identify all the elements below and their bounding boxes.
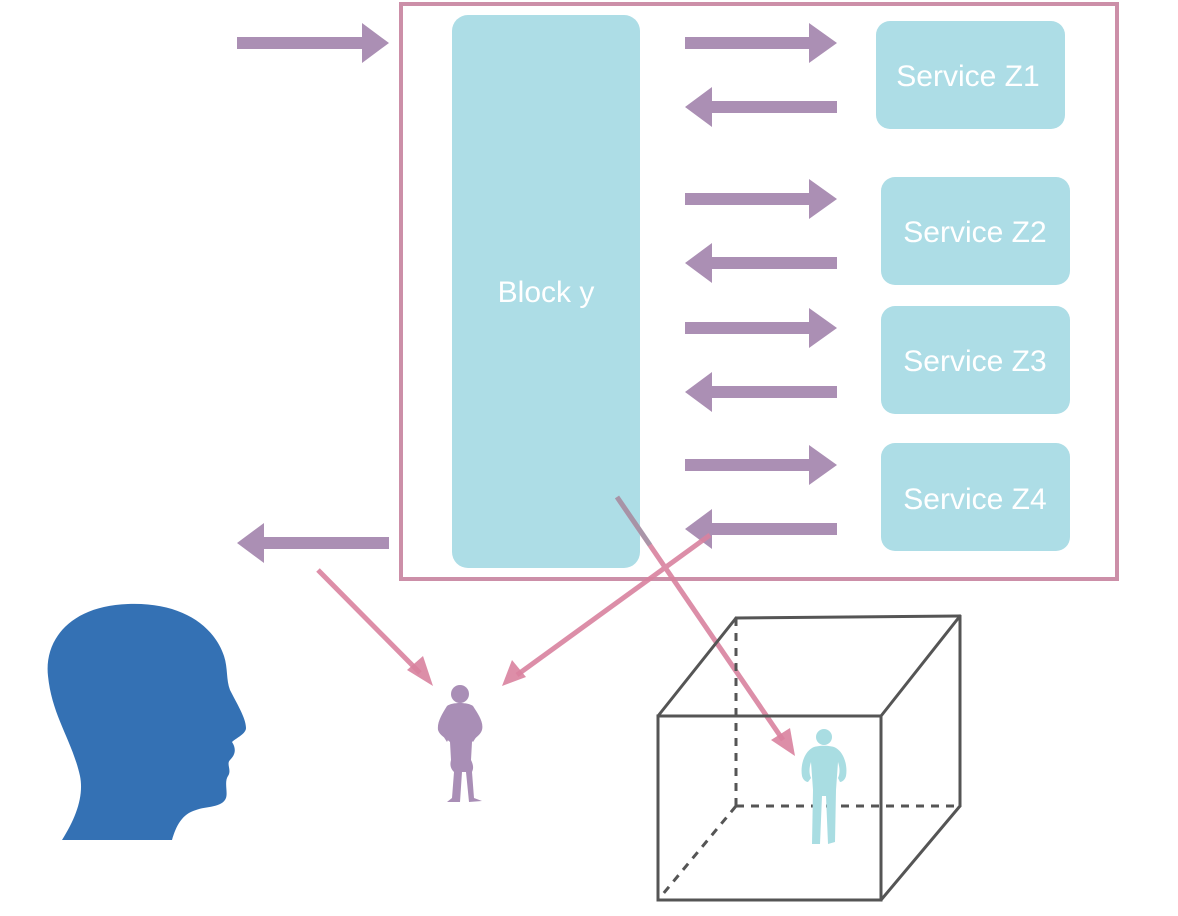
arrow-from-z4	[685, 509, 837, 549]
arrow-to-z4	[685, 445, 837, 485]
male-person-icon	[801, 729, 847, 844]
service-z4-label: Service Z4	[903, 483, 1046, 516]
service-z2-label: Service Z2	[903, 216, 1046, 249]
arrow-to-z2	[685, 179, 837, 219]
arrowhead-z4-to-person	[502, 660, 526, 686]
arrow-output-to-person	[316, 568, 422, 675]
female-person-icon	[437, 685, 483, 802]
arrow-to-z1	[685, 23, 837, 63]
arrow-block-start-shade	[614, 495, 653, 547]
wireframe-cube-icon	[656, 614, 962, 902]
cube-hidden-edges	[656, 618, 960, 901]
service-z2: Service Z2	[881, 177, 1070, 285]
human-head-silhouette-icon	[47, 603, 247, 840]
block-y-label: Block y	[498, 276, 595, 309]
service-z3: Service Z3	[881, 306, 1070, 414]
service-z1-label: Service Z1	[896, 60, 1039, 93]
arrow-input-right	[237, 23, 389, 63]
service-z4: Service Z4	[881, 443, 1070, 551]
arrowhead-output-to-person	[407, 656, 433, 686]
service-z1: Service Z1	[876, 21, 1065, 129]
arrow-from-z3	[685, 372, 837, 412]
arrow-to-z3	[685, 308, 837, 348]
arrow-from-z1	[685, 87, 837, 127]
arrow-z4-to-person	[515, 532, 712, 678]
arrowhead-block-to-cube-person	[771, 728, 795, 756]
service-z3-label: Service Z3	[903, 345, 1046, 378]
arrow-from-z2	[685, 243, 837, 283]
arrow-output-left	[237, 523, 389, 563]
block-y: Block y	[452, 15, 640, 568]
system-container	[399, 2, 1119, 581]
